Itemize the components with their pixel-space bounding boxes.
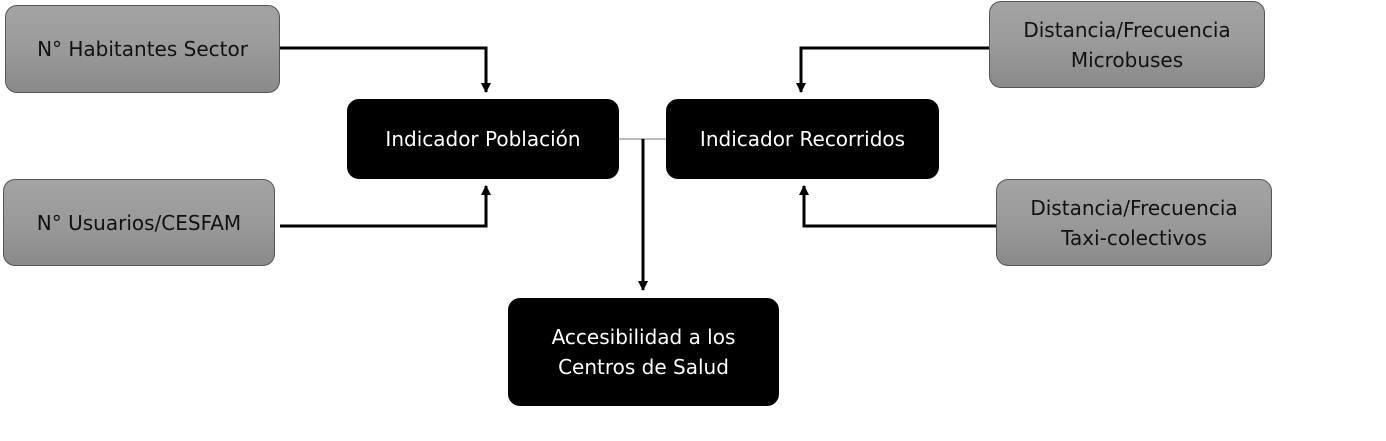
input-microbuses: Distancia/Frecuencia Microbuses <box>989 1 1265 88</box>
arrow-usuarios-to-poblacion <box>280 185 491 228</box>
input-usuarios-label: N° Usuarios/CESFAM <box>36 210 242 235</box>
indicator-poblacion-label: Indicador Población <box>385 127 581 151</box>
input-habitantes-label: N° Habitantes Sector <box>37 37 248 61</box>
input-taxi-colectivos: Distancia/Frecuencia Taxi-colectivos <box>996 179 1272 266</box>
indicator-poblacion: Indicador Población <box>347 99 619 179</box>
indicator-recorridos: Indicador Recorridos <box>666 99 939 179</box>
input-habitantes-sector: N° Habitantes Sector <box>5 5 280 93</box>
arrow-microbuses-to-recorridos <box>796 46 989 93</box>
input-usuarios-cesfam: N° Usuarios/CESFAM <box>3 179 275 266</box>
result-line2: Centros de Salud <box>558 355 729 379</box>
arrow-taxis-to-recorridos <box>799 185 996 228</box>
input-taxis-line2: Taxi-colectivos <box>1061 225 1207 250</box>
result-accesibilidad: Accesibilidad a los Centros de Salud <box>508 298 779 406</box>
input-taxis-line1: Distancia/Frecuencia <box>1030 195 1238 220</box>
input-microbuses-line2: Microbuses <box>1070 47 1184 72</box>
result-line1: Accesibilidad a los <box>551 325 736 349</box>
arrow-habitantes-to-poblacion <box>280 46 491 93</box>
input-microbuses-line1: Distancia/Frecuencia <box>1023 17 1231 42</box>
indicator-recorridos-label: Indicador Recorridos <box>699 127 906 151</box>
